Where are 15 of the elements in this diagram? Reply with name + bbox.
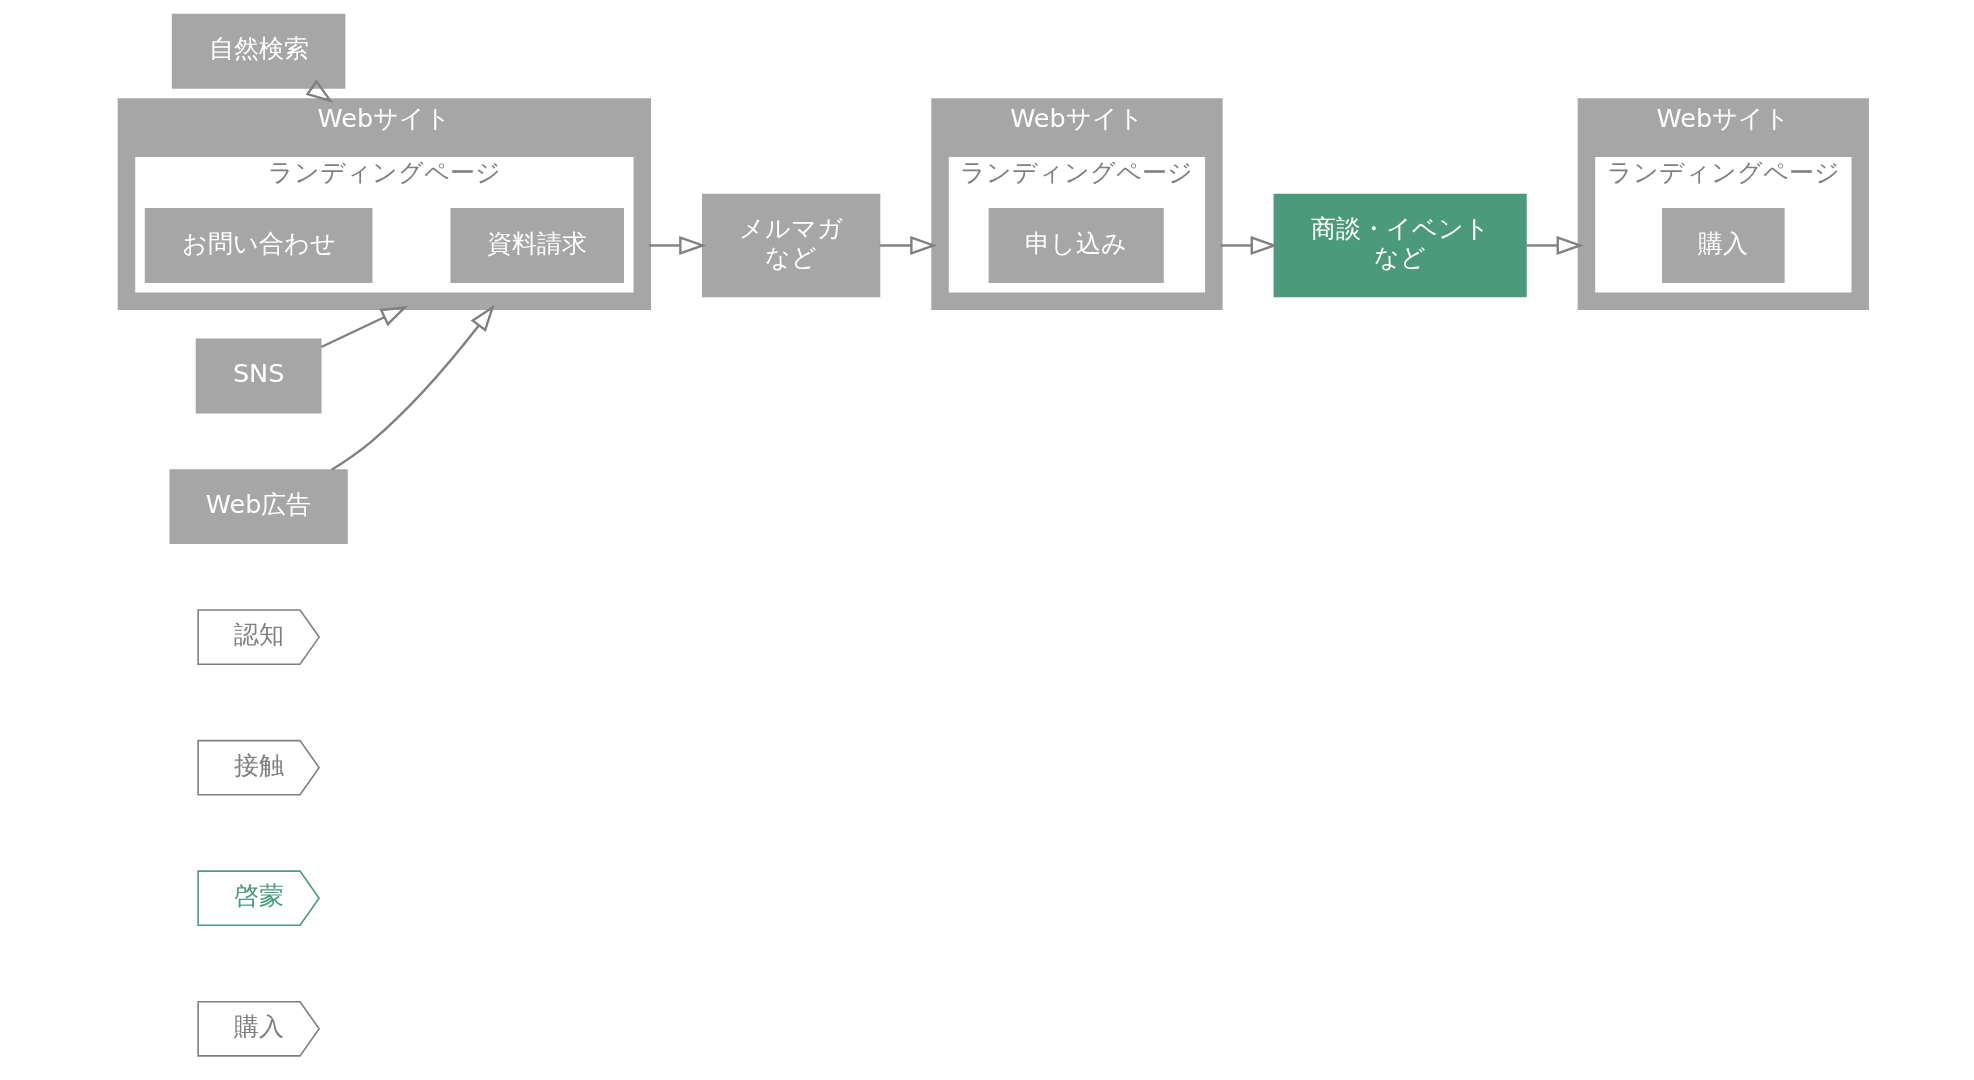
node-box: SNS — [195, 338, 322, 414]
arrow — [879, 235, 938, 255]
node-box: 資料請求 — [450, 208, 624, 283]
arrow — [320, 306, 408, 349]
arrow — [648, 235, 707, 255]
node-box: お問い合わせ — [144, 208, 373, 283]
arrow — [1220, 235, 1278, 255]
node-box: 申し込み — [988, 208, 1164, 283]
node-box: メルマガ など — [702, 193, 881, 298]
node-box: 商談・イベント など — [1273, 193, 1527, 298]
arrow — [331, 304, 495, 471]
node-box: 購入 — [1662, 208, 1785, 283]
arrow — [1526, 235, 1584, 255]
node-box: Web広告 — [169, 469, 348, 544]
arrow — [305, 79, 334, 103]
